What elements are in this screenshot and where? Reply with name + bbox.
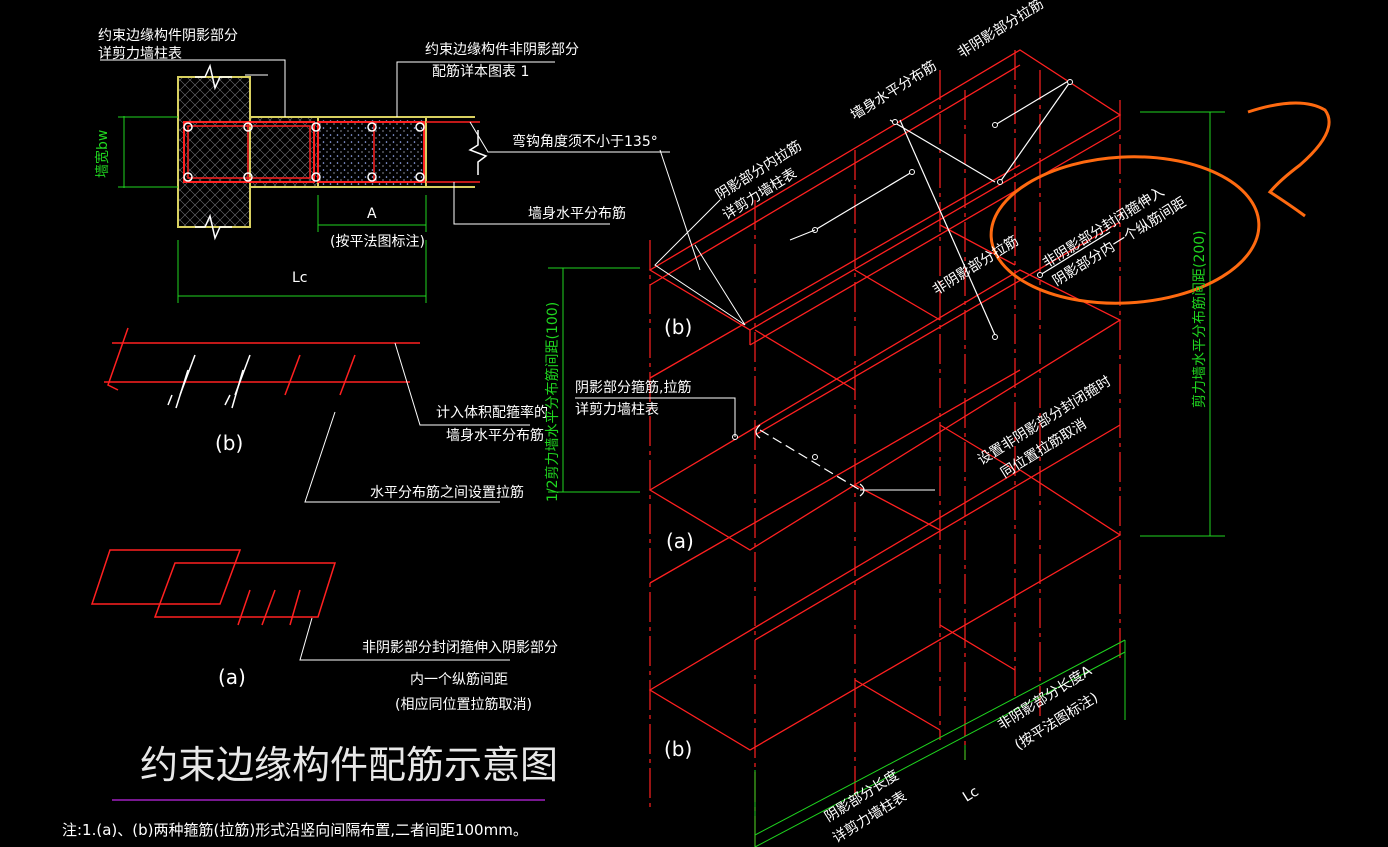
drawing-title: 约束边缘构件配筋示意图 [140, 743, 559, 787]
nonshadow-wall [317, 116, 427, 188]
detail-a-label: (a) [218, 665, 246, 689]
iso-spacing-left: 1/2剪力墙水平分布筋间距(100) [545, 301, 561, 502]
detail-a-sketch [90, 549, 510, 661]
shadow-wall [249, 116, 319, 188]
dim-a: A [367, 206, 377, 222]
wall-thickness-label: 墙宽bw [95, 129, 111, 178]
iso-stirrup-1: 阴影部分箍筋,拉筋 [575, 380, 692, 396]
iso-b-top: (b) [664, 315, 693, 339]
detail-a-note-2: 内一个纵筋间距 [410, 672, 508, 688]
shadow-label-2: 详剪力墙柱表 [98, 46, 182, 62]
annotation-question-mark [1247, 101, 1331, 218]
iso-spacing-right: 剪力墙水平分布筋间距(200) [1192, 230, 1208, 408]
horizontal-bars-label: 墙身水平分布筋 [528, 206, 626, 222]
detail-b-label: (b) [215, 431, 244, 455]
iso-stirrup-2: 详剪力墙柱表 [575, 402, 659, 418]
nonshadow-label-1: 约束边缘构件非阴影部分 [425, 42, 579, 58]
break-symbol-right [468, 130, 488, 175]
footnote: 注:1.(a)、(b)两种箍筋(拉筋)形式沿竖向间隔布置,二者间距100mm。 [62, 821, 528, 839]
annotation-circle [989, 155, 1261, 305]
hook-angle-note: 弯钩角度须不小于135° [512, 134, 658, 150]
detail-a-note-1: 非阴影部分封闭箍伸入阴影部分 [362, 640, 558, 656]
detail-b-sketch [104, 327, 530, 503]
shadow-label-1: 约束边缘构件阴影部分 [98, 28, 238, 44]
detail-b-note-3: 水平分布筋之间设置拉筋 [370, 485, 524, 501]
isometric-cage [548, 49, 1331, 847]
iso-a-mid: (a) [666, 529, 694, 553]
break-symbol-top [195, 63, 232, 91]
detail-b-note-2: 墙身水平分布筋 [446, 428, 544, 444]
dim-lc: Lc [292, 270, 308, 286]
iso-b-bottom: (b) [664, 737, 693, 761]
detail-b-note-1: 计入体积配箍率的 [436, 405, 548, 421]
dim-a-note: (按平法图标注) [330, 234, 425, 250]
nonshadow-label-2: 配筋详本图表 1 [432, 64, 530, 80]
section-plan [100, 59, 670, 303]
break-symbol-bottom [195, 213, 232, 241]
detail-a-note-3: (相应同位置拉筋取消) [395, 697, 532, 713]
shadow-column [177, 76, 251, 228]
